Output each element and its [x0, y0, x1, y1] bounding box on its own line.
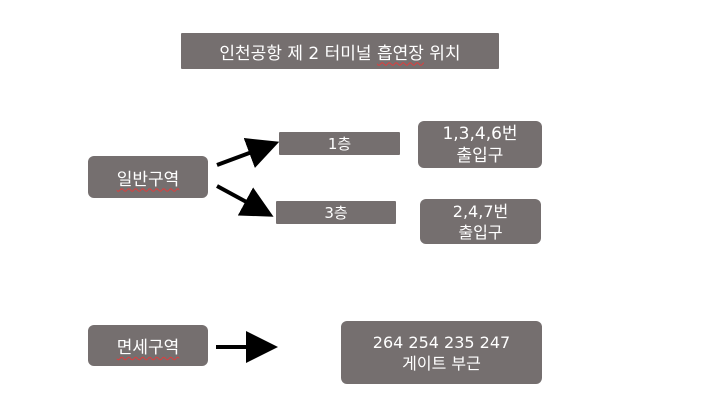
- floor-3-box: 3층: [276, 201, 396, 224]
- duty-free-gates-numbers: 264 254 235 247: [372, 332, 511, 352]
- floor-3-exits-label: 출입구: [458, 222, 503, 242]
- title-box: 인천공항 제 2 터미널 흡연장 위치: [181, 33, 499, 69]
- title-underlined-word: 흡연장: [376, 43, 424, 64]
- floor-3-exits-numbers: 2,4,7번: [452, 201, 509, 221]
- floor-3-exits-box: 2,4,7번 출입구: [420, 199, 541, 244]
- floor-1-exits-box: 1,3,4,6번 출입구: [418, 121, 542, 168]
- arrow-to-floor-1: [216, 137, 280, 168]
- title-prefix: 인천공항 제 2 터미널: [219, 43, 377, 64]
- title-text: 인천공항 제 2 터미널 흡연장 위치: [219, 39, 460, 64]
- duty-free-zone-label: 면세구역: [116, 338, 180, 358]
- floor-3-label: 3층: [324, 204, 348, 222]
- floor-1-label: 1층: [327, 135, 352, 153]
- floor-1-exits-label: 출입구: [456, 145, 504, 166]
- floor-1-exits-numbers: 1,3,4,6번: [442, 123, 518, 144]
- floor-1-box: 1층: [279, 132, 400, 155]
- arrow-to-floor-3: [216, 184, 274, 217]
- duty-free-gates-label: 게이트 부근: [402, 353, 481, 373]
- title-suffix: 위치: [423, 43, 461, 64]
- general-zone-box: 일반구역: [88, 156, 208, 198]
- duty-free-gates-box: 264 254 235 247 게이트 부근: [341, 321, 542, 384]
- duty-free-zone-box: 면세구역: [88, 325, 208, 366]
- general-zone-label: 일반구역: [116, 169, 180, 190]
